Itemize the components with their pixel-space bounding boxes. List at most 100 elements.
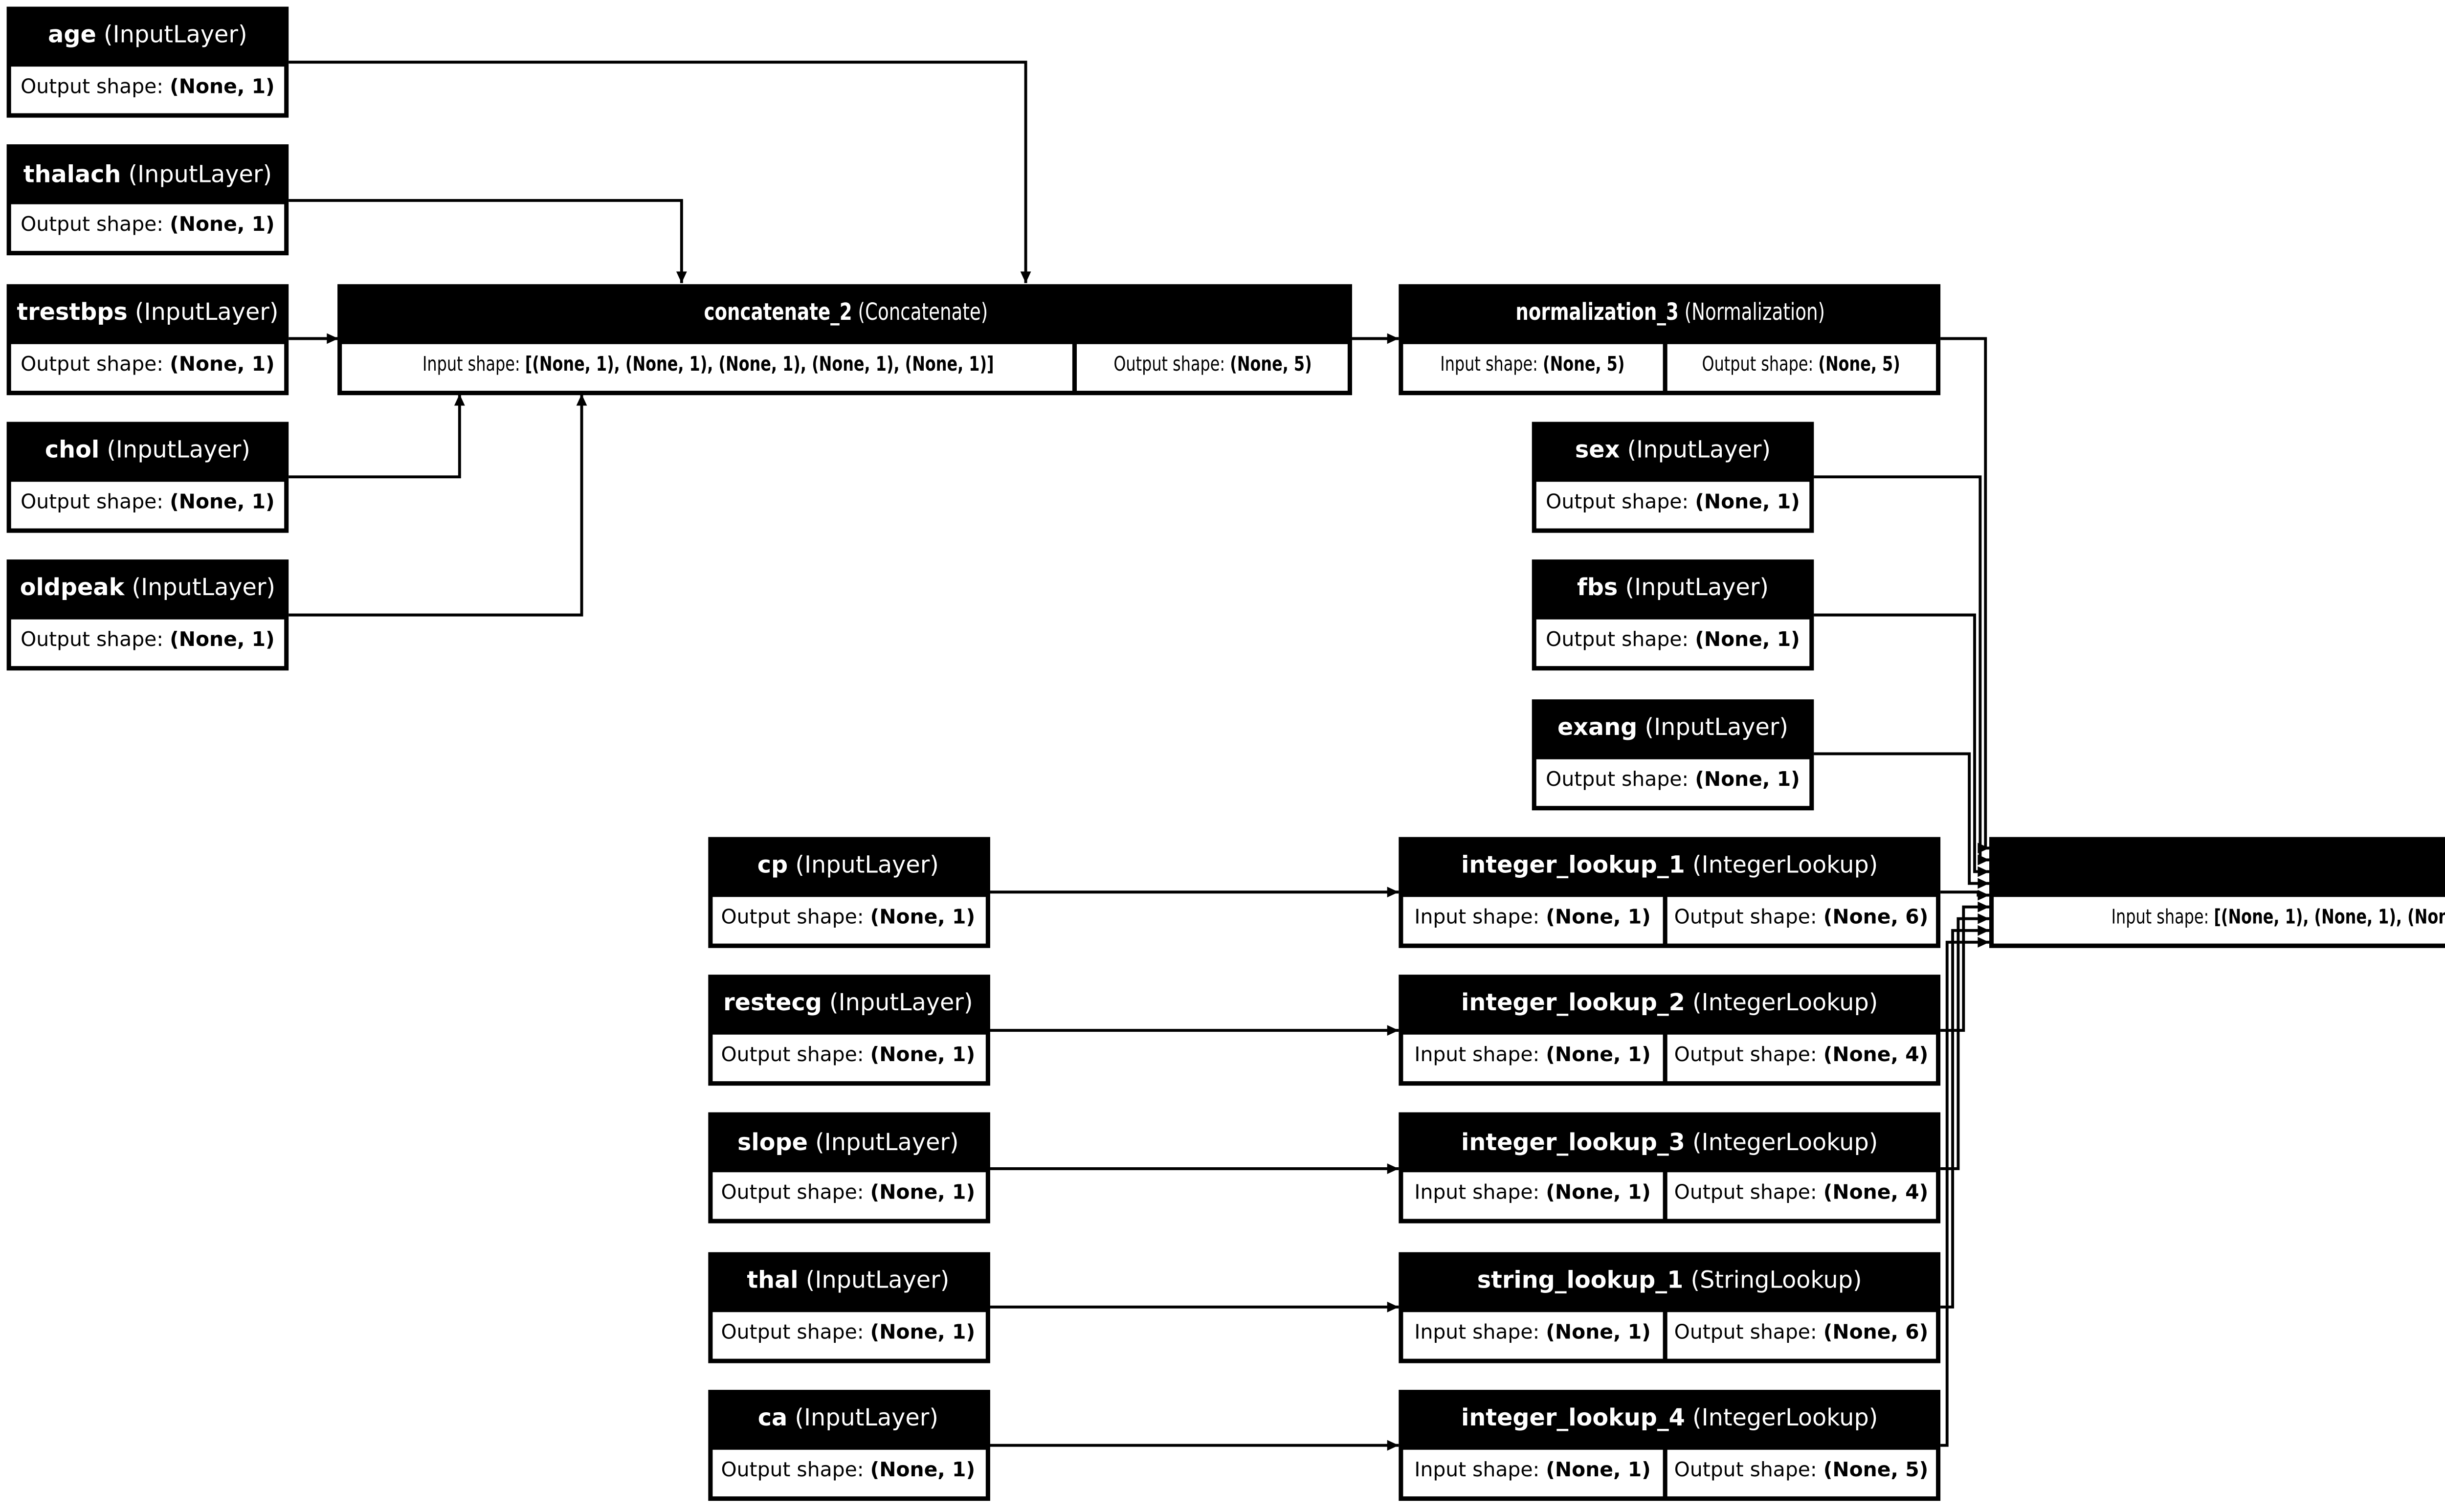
arrowhead-icon xyxy=(1387,887,1399,898)
shape-text: Output shape: (None, 6) xyxy=(1674,1322,1929,1345)
shape-text: Input shape: (None, 1) xyxy=(1414,908,1651,930)
shape-cell-output: Output shape: (None, 6) xyxy=(1666,1311,1936,1358)
layer-node-integer_lookup_2: integer_lookup_2 (IntegerLookup)Input sh… xyxy=(1399,975,1941,1086)
shape-cell-output: Output shape: (None, 1) xyxy=(11,481,285,528)
layer-node-title: chol (InputLayer) xyxy=(7,422,289,482)
layer-name-and-type: exang (InputLayer) xyxy=(1557,714,1789,741)
shape-cell-output: Output shape: (None, 1) xyxy=(711,896,985,943)
edge-age-to-concatenate_2 xyxy=(289,61,1031,283)
layer-node-title: sex (InputLayer) xyxy=(1532,422,1814,482)
layer-node-title: concatenate_2 (Concatenate) xyxy=(338,283,1352,343)
layer-node-thalach: thalach (InputLayer) Output shape: (None,… xyxy=(6,145,289,256)
layer-node-title: cp (InputLayer) xyxy=(707,837,989,897)
shape-cell-output: Output shape: (None, 1) xyxy=(1536,481,1810,528)
layer-node-integer_lookup_4: integer_lookup_4 (IntegerLookup) Input sh… xyxy=(1399,1390,1941,1501)
shape-cell-output: Output shape: (None, 1) xyxy=(711,1035,985,1082)
layer-node-title: exang (InputLayer) xyxy=(1532,698,1814,758)
layer-node-title: integer_lookup_3 (IntegerLookup) xyxy=(1399,1113,1940,1173)
layer-node-sex: sex (InputLayer)Output shape: (None, 1) xyxy=(1532,421,1814,533)
layer-name-and-type: thalach (InputLayer) xyxy=(23,161,272,188)
layer-node-title: age (InputLayer) xyxy=(7,7,289,67)
layer-node-fbs: fbs (InputLayer) Output shape: (None, 1) xyxy=(1532,559,1814,671)
shape-cell-input: Input shape: (None, 1) xyxy=(1403,1311,1662,1358)
shape-text: Output shape: (None, 4) xyxy=(1674,1184,1929,1207)
layer-name-and-type: thal (InputLayer) xyxy=(747,1267,950,1294)
layer-node-shapes-row: Input shape: (None, 1) Output shape: (Non… xyxy=(1399,896,1940,947)
shape-cell-output: Output shape: (None, 5) xyxy=(1077,343,1348,390)
shape-text: Output shape: (None, 1) xyxy=(1546,769,1800,792)
layer-node-shapes-row: Input shape: (None, 1)Output shape: (Non… xyxy=(1399,1035,1940,1086)
layer-node-title: oldpeak (InputLayer) xyxy=(7,559,289,620)
edge-chol-to-concatenate_2 xyxy=(289,394,465,479)
layer-node-title: string_lookup_1 (StringLookup) xyxy=(1399,1251,1940,1312)
edge-integer_lookup_4-to-concatenate_3 xyxy=(1940,936,1990,1447)
edge-integer_lookup_3-to-concatenate_3 xyxy=(1940,913,1990,1170)
layer-node-title: restecg (InputLayer) xyxy=(707,975,989,1035)
layer-node-shapes-row: Output shape: (None, 1) xyxy=(7,481,289,532)
shape-text: Output shape: (None, 1) xyxy=(721,1322,976,1345)
arrowhead-icon xyxy=(1978,878,1990,889)
layer-node-concatenate_2: concatenate_2 (Concatenate) Input shape: … xyxy=(338,283,1352,394)
shape-cell-output: Output shape: (None, 1) xyxy=(711,1311,985,1358)
shape-text: Input shape: (None, 1) xyxy=(1414,1461,1651,1483)
shape-cell-output: Output shape: (None, 1) xyxy=(1536,619,1810,667)
layer-node-shapes-row: Output shape: (None, 1) xyxy=(707,1449,989,1501)
shape-text: Input shape: [(None, 1), (None, 1), (Non… xyxy=(2110,908,2445,930)
edge-thalach-to-concatenate_2 xyxy=(289,199,687,283)
layer-name-and-type: ca (InputLayer) xyxy=(757,1406,938,1433)
layer-node-string_lookup_1: string_lookup_1 (StringLookup) Input shap… xyxy=(1399,1251,1941,1363)
layer-name-and-type: restecg (InputLayer) xyxy=(723,991,973,1018)
shape-text: Input shape: (None, 5) xyxy=(1440,354,1625,377)
shape-cell-output: Output shape: (None, 5) xyxy=(1666,1449,1936,1497)
shape-text: Input shape: (None, 1) xyxy=(1414,1322,1651,1345)
shape-cell-output: Output shape: (None, 1) xyxy=(11,205,285,252)
layer-node-title: integer_lookup_4 (IntegerLookup) xyxy=(1399,1390,1940,1450)
edge-thal-to-string_lookup_1 xyxy=(989,1301,1399,1312)
layer-node-slope: slope (InputLayer)Output shape: (None, 1… xyxy=(707,1113,989,1224)
layer-node-title: thalach (InputLayer) xyxy=(7,145,289,205)
edge-normalization_3-to-concatenate_3 xyxy=(1940,337,1990,854)
layer-node-shapes-row: Output shape: (None, 1) xyxy=(1532,619,1814,670)
shape-cell-input: Input shape: (None, 1) xyxy=(1403,1449,1662,1497)
shape-text: Output shape: (None, 6) xyxy=(1674,908,1929,930)
arrowhead-icon xyxy=(1387,1440,1399,1451)
shape-cell-input: Input shape: (None, 5) xyxy=(1403,343,1662,390)
layer-node-shapes-row: Output shape: (None, 1) xyxy=(1532,758,1814,809)
layer-name-and-type: fbs (InputLayer) xyxy=(1577,576,1769,602)
shape-cell-output: Output shape: (None, 1) xyxy=(711,1449,985,1497)
shape-cell-output: Output shape: (None, 1) xyxy=(11,343,285,390)
layer-node-title: trestbps (InputLayer) xyxy=(7,283,289,343)
layer-node-shapes-row: Output shape: (None, 1) xyxy=(7,619,289,670)
arrowhead-icon xyxy=(1387,1025,1399,1036)
shape-cell-output: Output shape: (None, 1) xyxy=(11,67,285,113)
layer-node-integer_lookup_1: integer_lookup_1 (IntegerLookup) Input sh… xyxy=(1399,836,1941,948)
layer-node-ca: ca (InputLayer) Output shape: (None, 1) xyxy=(707,1390,989,1501)
layer-node-shapes-row: Input shape: [(None, 1), (None, 1), (Non… xyxy=(1989,896,2445,947)
edge-slope-to-integer_lookup_3 xyxy=(989,1163,1399,1174)
layer-name-and-type: string_lookup_1 (StringLookup) xyxy=(1477,1267,1862,1294)
layer-node-integer_lookup_3: integer_lookup_3 (IntegerLookup)Input sh… xyxy=(1399,1113,1941,1224)
shape-text: Output shape: (None, 1) xyxy=(721,1461,976,1483)
layer-node-title: integer_lookup_1 (IntegerLookup) xyxy=(1399,837,1940,897)
layer-node-title: thal (InputLayer) xyxy=(707,1251,989,1312)
arrowhead-icon xyxy=(576,394,587,406)
layer-node-shapes-row: Output shape: (None, 1) xyxy=(7,343,289,394)
shape-text: Output shape: (None, 5) xyxy=(1674,1461,1929,1483)
layer-node-shapes-row: Output shape: (None, 1) xyxy=(707,896,989,947)
layer-node-normalization_3: normalization_3 (Normalization)Input sha… xyxy=(1399,283,1941,394)
layer-name-and-type: integer_lookup_1 (IntegerLookup) xyxy=(1461,852,1878,880)
shape-text: Input shape: (None, 1) xyxy=(1414,1045,1651,1068)
shape-cell-input: Input shape: (None, 1) xyxy=(1403,896,1662,943)
layer-node-title: ca (InputLayer) xyxy=(707,1390,989,1450)
shape-text: Input shape: [(None, 1), (None, 1), (Non… xyxy=(422,354,994,377)
shape-text: Output shape: (None, 5) xyxy=(1113,354,1312,377)
shape-cell-output: Output shape: (None, 1) xyxy=(11,619,285,667)
layer-node-oldpeak: oldpeak (InputLayer)Output shape: (None,… xyxy=(6,559,289,671)
shape-cell-input: Input shape: (None, 1) xyxy=(1403,1035,1662,1082)
edge-oldpeak-to-concatenate_2 xyxy=(289,394,587,617)
layer-name-and-type: integer_lookup_4 (IntegerLookup) xyxy=(1461,1406,1878,1433)
edge-fbs-to-concatenate_3 xyxy=(1814,613,1990,877)
arrowhead-icon xyxy=(1387,1163,1399,1174)
